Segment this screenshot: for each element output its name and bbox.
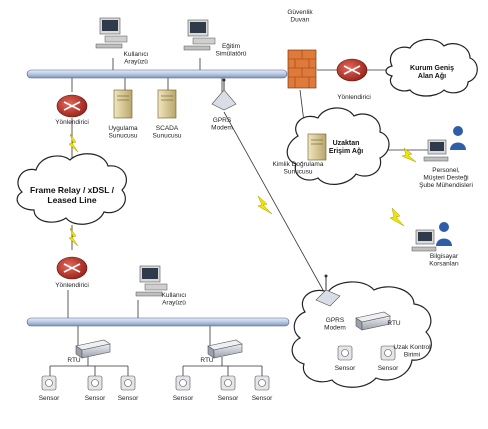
label-frame-relay: Frame Relay / xDSL /Leased Line [30, 185, 115, 205]
bolt-personel-link [401, 147, 417, 163]
label-sensor: Sensor [218, 395, 239, 402]
label-sensor: Sensor [252, 395, 273, 402]
bolt-frame-router [68, 227, 79, 247]
label-router-mid: Yönlendirici [55, 282, 89, 289]
remote-control-cloud [291, 281, 432, 388]
label-sensor: Sensor [118, 395, 139, 402]
corporate-wan-cloud [385, 38, 478, 97]
person-icon-hacker [436, 222, 452, 246]
sensor-icons [41, 345, 396, 391]
label-rtu-left: RTU [67, 357, 81, 364]
computer-icon-hacker [411, 229, 437, 252]
label-sensor: Sensor [335, 365, 356, 372]
sensor-icon [380, 345, 396, 361]
computer-icon-simulator [183, 19, 216, 51]
top-backbone-bus [26, 69, 288, 79]
sensor-icon [120, 375, 136, 391]
label-sensor: Sensor [378, 365, 399, 372]
rtu-icon-left [75, 339, 111, 359]
sensor-icon [220, 375, 236, 391]
sensor-icon [41, 375, 57, 391]
computer-icon-top-user [95, 17, 128, 49]
rtu-icon-remote [355, 311, 391, 331]
bolt-hacker-link [389, 207, 405, 227]
label-router-right: Yönlendirici [337, 94, 371, 101]
computer-icon-mid-user [135, 265, 168, 297]
server-icon-authentication [307, 133, 327, 161]
sensor-icon [87, 375, 103, 391]
frame-relay-cloud [16, 153, 127, 225]
sensor-icon [254, 375, 270, 391]
label-sensor: Sensor [39, 395, 60, 402]
bottom-backbone-bus [26, 317, 290, 327]
computer-icon-personel [423, 139, 449, 162]
router-icon-left [56, 94, 88, 118]
sensor-icon [175, 375, 191, 391]
label-sensor: Sensor [173, 395, 194, 402]
server-icon-application [113, 89, 133, 119]
bolt-router-frame [68, 133, 79, 153]
server-icon-scada [157, 89, 177, 119]
lightning-bolts [68, 133, 417, 247]
gprs-modem-icon-top [211, 78, 237, 111]
label-rtu-mid: RTU [200, 357, 214, 364]
router-icon-mid [56, 256, 88, 280]
gprs-modem-icon-bottom [315, 274, 341, 307]
bolt-modem-link [257, 195, 273, 215]
label-sensor: Sensor [85, 395, 106, 402]
router-icon-right [336, 58, 368, 82]
label-rtu-remote: RTU [387, 320, 401, 327]
label-router-left: Yönlendirici [55, 119, 89, 126]
rtu-icon-mid [207, 339, 243, 359]
person-icon-personel [450, 126, 466, 150]
remote-access-cloud [286, 107, 390, 185]
firewall-icon [287, 49, 317, 89]
sensor-icon [337, 345, 353, 361]
